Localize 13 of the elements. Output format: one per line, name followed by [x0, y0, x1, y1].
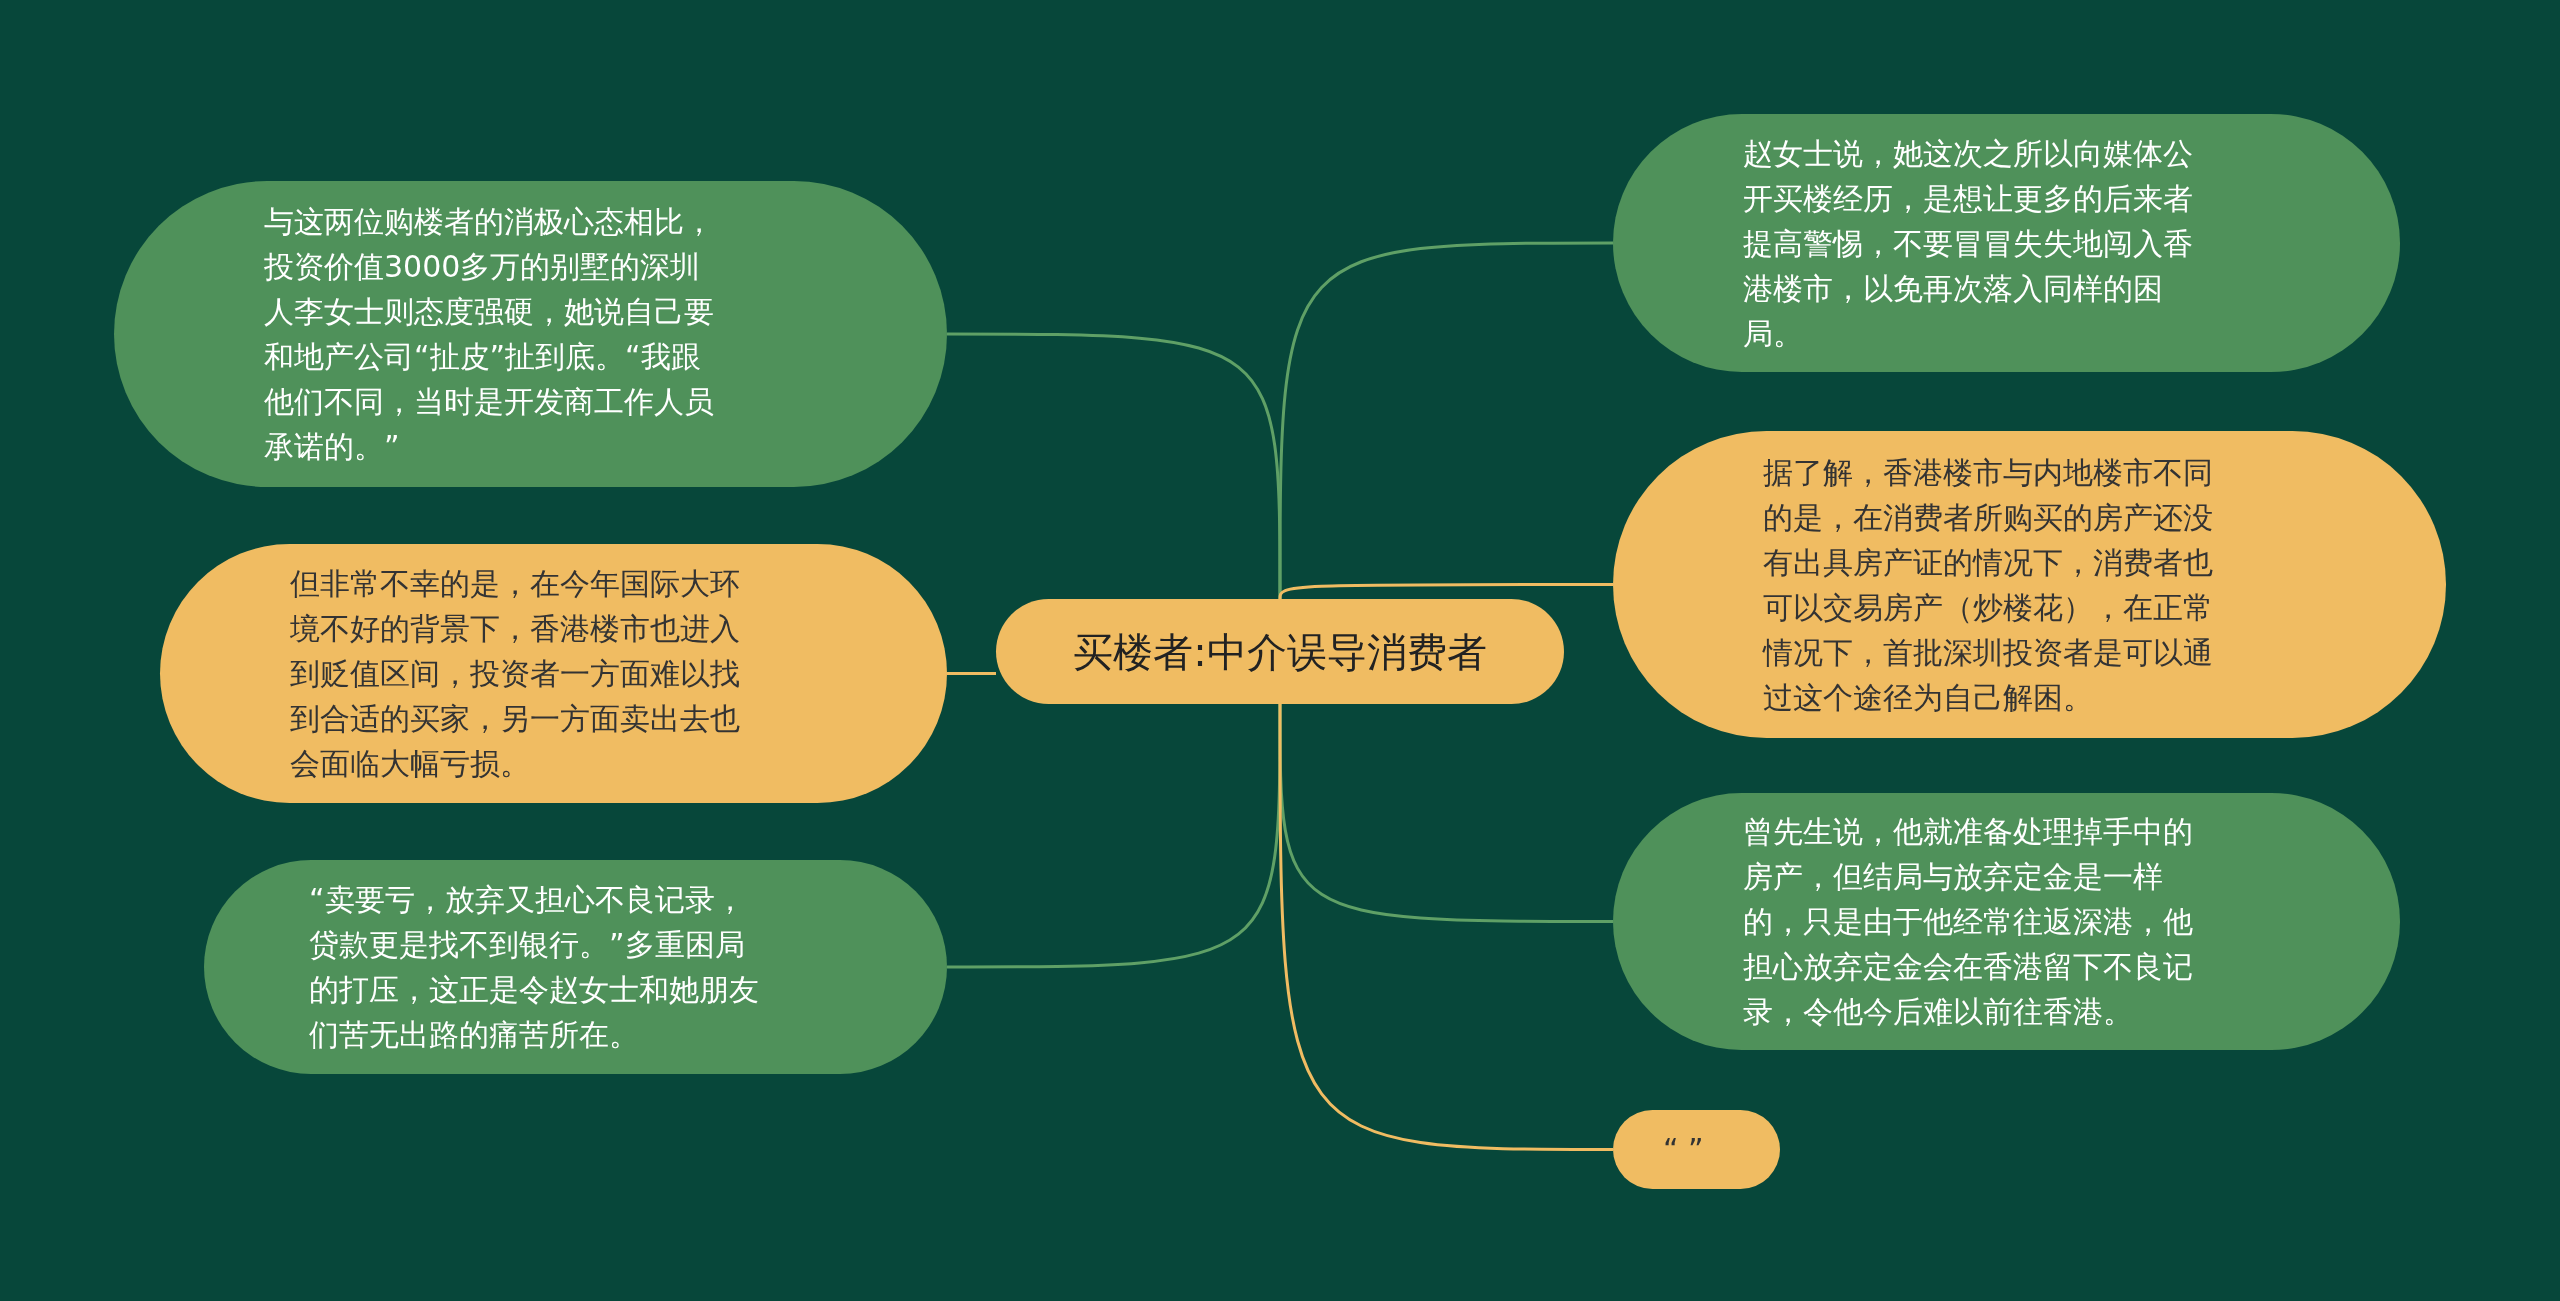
connector-line: [947, 672, 996, 675]
connector-line: [947, 332, 1282, 599]
connector-line: [947, 704, 1282, 969]
connector-line: [1278, 583, 1613, 600]
idea-text: “卖要亏，放弃又担心不良记录，贷款更是找不到银行。”多重困局的打压，这正是令赵女士和她朋友们苦无出路的痛苦所在。: [309, 881, 760, 1054]
idea-text: 曾先生说，他就准备处理掉手中的房产，但结局与放弃定金是一样的，只是由于他经常往返深港，他担心放弃定金会在香港留下不良记录，令他今后难以前往香港。: [1743, 813, 2194, 1031]
connector-line: [1278, 704, 1613, 1151]
idea-text: “ ”: [1663, 1131, 1704, 1169]
topic-title: 买楼者:中介误导消费者: [1073, 627, 1487, 677]
idea-text: 据了解，香港楼市与内地楼市不同的是，在消费者所购买的房产还没有出具房产证的情况下，消费者也可以交易房产（炒楼花），在正常情况下，首批深圳投资者是可以通过这个途径为自己解困。: [1763, 453, 2214, 717]
idea-text: 赵女士说，她这次之所以向媒体公开买楼经历，是想让更多的后来者提高警惕，不要冒冒失失地闯入香港楼市，以免再次落入同样的困局。: [1743, 134, 2194, 353]
idea-text: 与这两位购楼者的消极心态相比，投资价值3000多万的别墅的深圳人李女士则态度强硬，她说自己要和地产公司“扯皮”扯到底。“我跟他们不同，当时是开发商工作人员承诺的。”: [264, 203, 715, 466]
idea-text: 但非常不幸的是，在今年国际大环境不好的背景下，香港楼市也进入到贬值区间，投资者一方面难以找到合适的买家，另一方面卖出去也会面临大幅亏损。: [290, 565, 741, 783]
